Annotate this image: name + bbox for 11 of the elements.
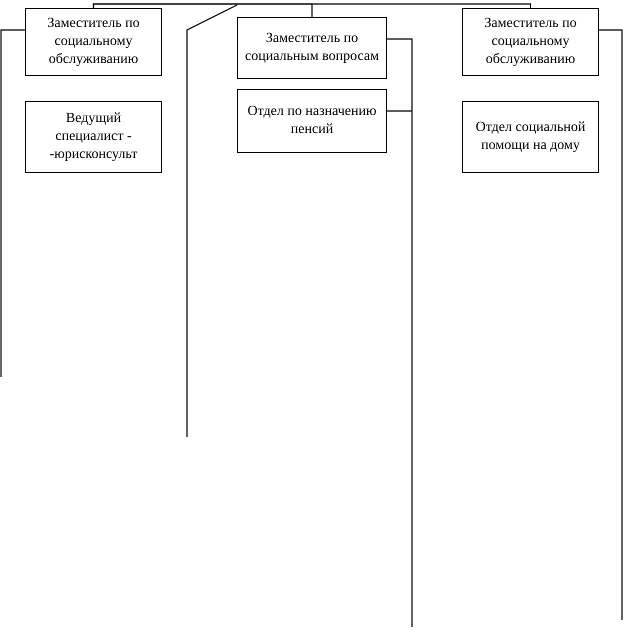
connector-line xyxy=(387,38,413,627)
connector-line xyxy=(599,29,623,620)
connector-line xyxy=(0,29,25,377)
connector-line xyxy=(92,3,532,8)
org-box: Отдел по назначению пенсий xyxy=(237,89,387,153)
org-box: Заместитель по социальному обслуживанию xyxy=(462,8,599,76)
org-box: Заместитель по социальным вопросам xyxy=(237,17,387,79)
connector-line xyxy=(387,110,412,112)
org-box: Отдел социальной помощи на дому xyxy=(462,101,599,173)
org-box: Заместитель по социальному обслуживанию xyxy=(25,8,162,76)
org-box: Ведущий специалист - -юрисконсульт xyxy=(25,101,162,173)
